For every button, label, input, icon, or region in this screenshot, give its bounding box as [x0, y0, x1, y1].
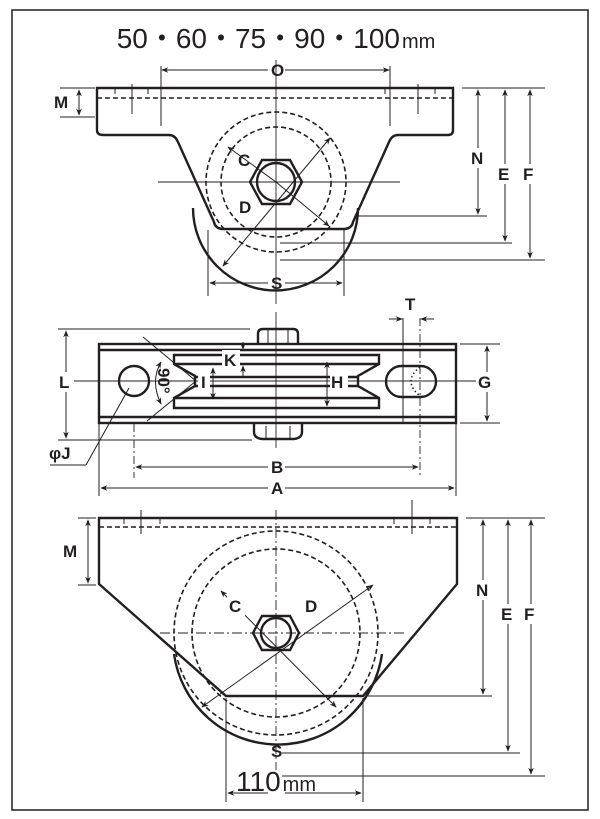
top-bracket-outline [95, 86, 455, 231]
bottom-plate-ticks [123, 500, 431, 534]
side-bolt-head-top [256, 327, 300, 343]
side-angle-line-top [142, 336, 197, 382]
top-c-dim-2 [275, 181, 330, 227]
side-label-l: L [59, 373, 69, 392]
bottom-wheel-arc [172, 653, 384, 746]
side-mount-slot [384, 364, 438, 399]
top-plate-ticks [114, 84, 436, 114]
side-label-g: G [478, 373, 491, 392]
bottom-view: C D M N E F S [63, 500, 545, 802]
side-view: T L G K I H 90° φJ B A [49, 295, 500, 498]
top-view: C D O M N E F S [54, 60, 545, 304]
bottom-label-m: M [63, 542, 77, 561]
title-bottom-unit: mm [283, 774, 316, 796]
bottom-label-c: C [229, 597, 241, 616]
top-label-c: C [238, 151, 250, 170]
title-top-unit: mm [402, 31, 435, 53]
drawing-frame [11, 9, 589, 811]
side-label-h: H [331, 373, 343, 392]
bottom-d-dim [201, 584, 374, 708]
side-label-k: K [224, 351, 237, 370]
bottom-label-s: S [271, 742, 282, 761]
side-label-i: I [201, 373, 206, 392]
side-label-b: B [271, 458, 283, 477]
side-angle-arc [155, 361, 162, 405]
side-frame-plate [97, 342, 458, 425]
side-label-angle: 90° [154, 368, 173, 394]
title-bottom-sizes: 110 [236, 766, 281, 797]
side-bolt-head-bottom [252, 424, 304, 441]
top-label-e: E [498, 165, 509, 184]
top-label-m: M [54, 93, 68, 112]
top-label-n: N [471, 149, 483, 168]
top-d-dim [222, 137, 331, 267]
top-label-s: S [271, 274, 282, 293]
top-label-d: D [239, 198, 251, 217]
bottom-label-f: F [524, 605, 534, 624]
side-label-j: φJ [49, 444, 71, 463]
top-label-f: F [523, 165, 533, 184]
side-label-a: A [271, 479, 283, 498]
title-top-sizes: 50・60・75・90・100 [117, 23, 400, 54]
top-label-o: O [271, 61, 284, 80]
bottom-label-d: D [305, 597, 317, 616]
side-j-leader [85, 387, 130, 466]
side-label-t: T [405, 295, 416, 314]
bottom-label-e: E [501, 605, 512, 624]
side-bolt-facets [265, 329, 291, 438]
top-wheel-arc [191, 207, 360, 292]
side-angle-line-bottom [146, 380, 197, 422]
bottom-label-n: N [476, 581, 488, 600]
bottom-bracket-outline [97, 516, 459, 698]
side-slot-dotted-arc [410, 366, 421, 397]
